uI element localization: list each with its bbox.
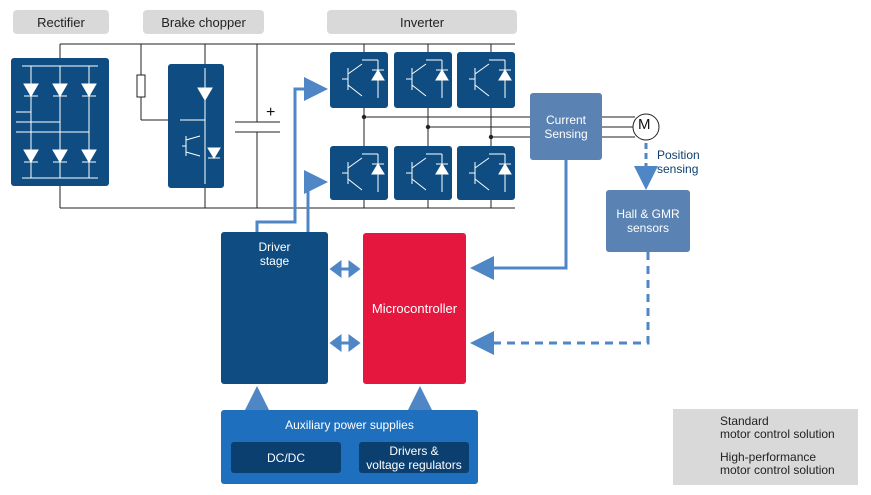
brake-chopper-header: Brake chopper	[143, 10, 264, 34]
brake-chopper-block	[168, 64, 224, 188]
inverter-header: Inverter	[327, 10, 517, 34]
igbt-symbols	[341, 59, 512, 193]
capacitor-plus-label: +	[266, 104, 276, 121]
standard-signal-paths	[245, 77, 658, 410]
drivers-regulators-block: Drivers &voltage regulators	[359, 442, 469, 473]
high-performance-signal-path	[470, 252, 650, 355]
rectifier-block	[11, 58, 109, 186]
rectifier-header: Rectifier	[13, 10, 109, 34]
dcdc-block: DC/DC	[231, 442, 341, 473]
motor-label: M	[638, 116, 651, 133]
dc-bus-wires	[59, 43, 635, 209]
microcontroller-block: Microcontroller	[363, 233, 466, 384]
inverter-switches	[330, 52, 515, 200]
